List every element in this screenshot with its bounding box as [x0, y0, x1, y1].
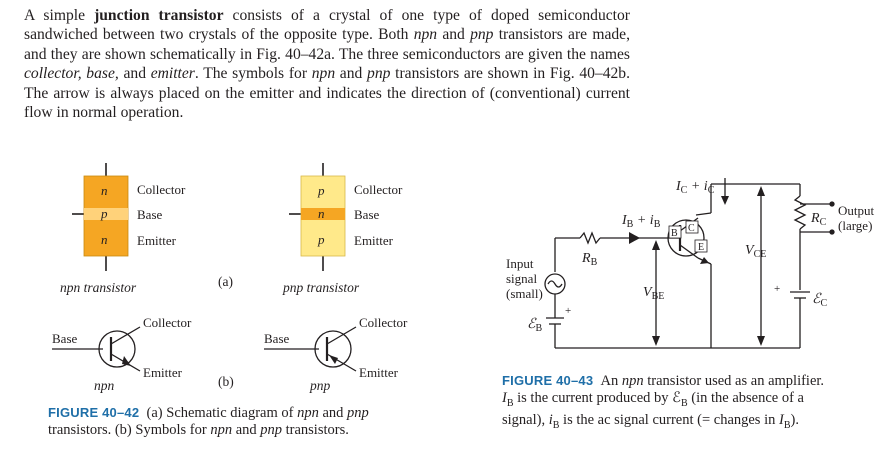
pnp-collector-label: Collector — [354, 182, 403, 197]
circuit-labels: IC + iC IB + iB RB RC B C E VCE VBE Inpu… — [506, 179, 875, 334]
npn-symbol-base-label: Base — [52, 331, 78, 346]
npn-block-diagram: n p n Collector Base Emitter npn transis… — [60, 163, 186, 295]
pnp-layer-2: n — [318, 206, 325, 221]
npn-layer-3: n — [101, 232, 108, 247]
term-junction-transistor: junction transistor — [94, 7, 224, 24]
circuit-arrowheads — [629, 186, 765, 346]
pnp-symbol-base-label: Base — [264, 331, 290, 346]
pnp-block-diagram: p n p Collector Base Emitter pnp transis… — [282, 163, 403, 295]
npn-symbol-collector-label: Collector — [143, 315, 192, 330]
part-a-label: (a) — [218, 274, 233, 289]
npn-symbol-label: npn — [94, 378, 115, 393]
npn-symbol-emitter-label: Emitter — [143, 365, 183, 380]
terminal-b: B — [671, 228, 678, 239]
rc-label: RC — [810, 211, 827, 228]
pnp-symbol: Base Collector Emitter pnp — [264, 315, 408, 393]
output-label-1: Output — [838, 203, 875, 218]
figure-40-43-label: FIGURE 40–43 — [502, 373, 594, 388]
pnp-symbol-emitter-label: Emitter — [359, 365, 399, 380]
figure-40-42-label: FIGURE 40–42 — [48, 405, 140, 420]
pnp-layer-3: p — [317, 232, 325, 247]
terminal-c: C — [688, 223, 695, 234]
pnp-transistor-label: pnp transistor — [282, 280, 360, 295]
figure-40-42-caption: FIGURE 40–42 (a) Schematic diagram of np… — [48, 405, 369, 438]
part-b-label: (b) — [218, 374, 234, 389]
svg-text:+: + — [565, 305, 571, 317]
npn-transistor-label: npn transistor — [60, 280, 137, 295]
npn-layer-2: p — [100, 206, 108, 221]
rb-label: RB — [581, 251, 598, 268]
npn-emitter-label: Emitter — [137, 233, 177, 248]
vce-label: VCE — [745, 243, 766, 260]
pnp-emitter-label: Emitter — [354, 233, 394, 248]
npn-layer-1: n — [101, 183, 108, 198]
eb-label: ℰB — [527, 317, 542, 334]
pnp-layer-1: p — [317, 183, 325, 198]
input-label-1: Input — [506, 256, 534, 271]
npn-base-label: Base — [137, 207, 163, 222]
output-label-2: (large) — [838, 218, 872, 233]
body-paragraph: A simple junction transistor consists of… — [24, 7, 630, 122]
input-label-2: signal — [506, 271, 537, 286]
ib-label: IB + iB — [621, 213, 661, 230]
ic-label: IC + iC — [675, 179, 715, 196]
npn-symbol: Base Collector Emitter npn — [52, 315, 192, 393]
svg-text:+: + — [774, 283, 780, 295]
terminal-e: E — [698, 242, 704, 253]
input-label-3: (small) — [506, 286, 543, 301]
pnp-base-label: Base — [354, 207, 380, 222]
pnp-symbol-label: pnp — [309, 378, 331, 393]
pnp-emitter-arrow-icon — [329, 355, 338, 364]
figure-40-43-caption: FIGURE 40–43 An npn transistor used as a… — [502, 373, 825, 431]
ec-label: ℰC — [812, 292, 827, 309]
pnp-symbol-collector-label: Collector — [359, 315, 408, 330]
npn-emitter-arrow-icon — [122, 356, 131, 366]
vbe-label: VBE — [643, 285, 664, 302]
npn-collector-label: Collector — [137, 182, 186, 197]
